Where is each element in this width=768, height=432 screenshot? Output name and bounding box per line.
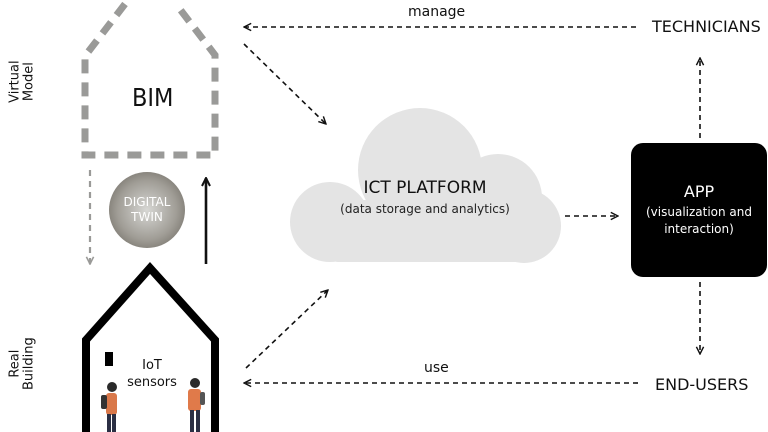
sensor-icon: [105, 352, 113, 366]
person-icon-left: [101, 382, 117, 432]
cloud-shape: [290, 108, 561, 263]
building-to-cloud-arrow: [245, 290, 328, 369]
digital-twin-line1: DIGITAL: [123, 195, 171, 209]
app-title: APP: [683, 182, 715, 202]
building-house-outline: [82, 262, 219, 432]
technicians-label: TECHNICIANS: [652, 17, 761, 36]
ict-platform-title: ICT PLATFORM: [363, 178, 487, 198]
bim-label: BIM: [132, 83, 174, 112]
digital-twin-line2: TWIN: [131, 210, 163, 224]
bim-house-outline: [81, 1, 219, 159]
use-label: use: [424, 360, 449, 376]
ict-platform-subtitle: (data storage and analytics): [340, 202, 510, 216]
person-icon-right: [188, 378, 205, 432]
ict-platform-text: ICT PLATFORM (data storage and analytics…: [325, 178, 525, 216]
bim-to-cloud-arrow: [243, 43, 326, 124]
digital-twin-circle: DIGITAL TWIN: [109, 172, 185, 248]
manage-label: manage: [408, 4, 466, 20]
end-users-label: END-USERS: [655, 375, 749, 394]
